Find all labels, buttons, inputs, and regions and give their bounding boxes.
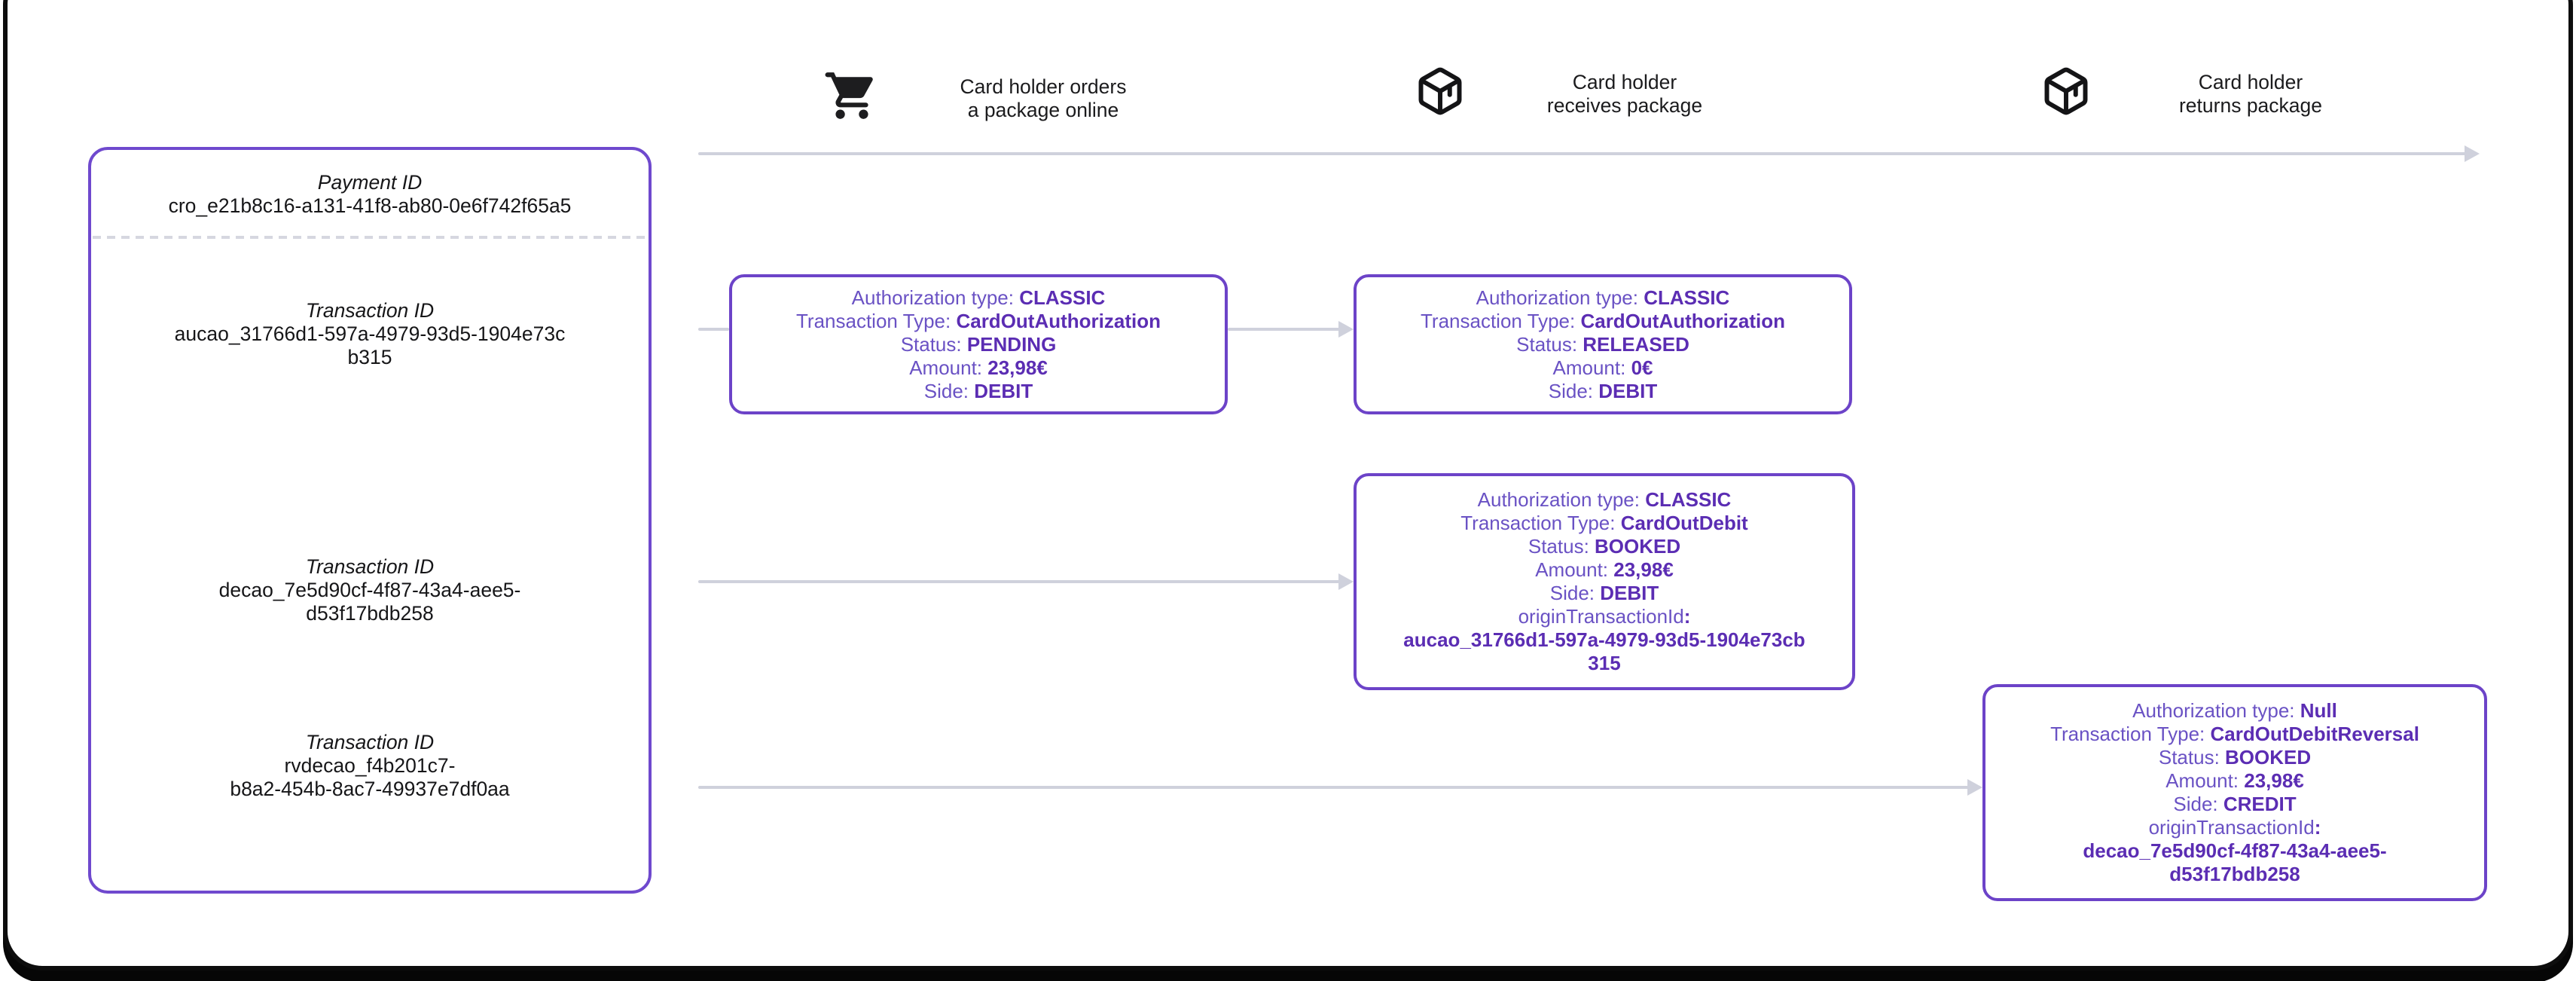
field-line: Transaction Type: CardOutDebitReversal xyxy=(2050,723,2419,745)
transaction-id-block: Transaction ID aucao_31766d1-597a-4979-9… xyxy=(91,299,649,369)
connector-authorization-to-release-head xyxy=(1338,321,1354,338)
origin-transaction-id-line: d53f17bdb258 xyxy=(2169,863,2300,885)
field-line: Authorization type: Null xyxy=(2132,699,2337,722)
origin-transaction-label: originTransactionId: xyxy=(2148,816,2321,839)
transaction-box-authorization-released: Authorization type: CLASSIC Transaction … xyxy=(1354,274,1852,414)
transaction-id-value-line: b315 xyxy=(347,346,392,368)
transaction-id-value-line: rvdecao_f4b201c7- xyxy=(284,754,456,777)
timeline-arrow-head xyxy=(2465,145,2480,162)
transaction-box-debit-booked: Authorization type: CLASSIC Transaction … xyxy=(1354,473,1855,690)
step-label-line: Card holder xyxy=(1572,71,1677,93)
transaction-id-block: Transaction ID rvdecao_f4b201c7- b8a2-45… xyxy=(91,731,649,801)
field-line: Status: RELEASED xyxy=(1516,332,1689,356)
field-line: Amount: 0€ xyxy=(1552,356,1653,379)
field-line: Authorization type: CLASSIC xyxy=(1477,488,1732,511)
shopping-cart-icon xyxy=(824,66,880,129)
transaction-id-value-line: d53f17bdb258 xyxy=(306,602,434,625)
payment-id-label: Payment ID xyxy=(317,171,423,194)
package-icon xyxy=(2040,62,2092,124)
field-line: Amount: 23,98€ xyxy=(2165,769,2304,792)
timeline-arrow-line xyxy=(698,152,2467,155)
field-line: Status: PENDING xyxy=(900,332,1057,356)
step-label-line: returns package xyxy=(2178,94,2323,117)
field-line: Status: BOOKED xyxy=(2158,746,2312,769)
connector-panel-to-authorization xyxy=(698,328,729,331)
connector-panel-to-reversal-line xyxy=(698,786,1969,789)
field-line: Authorization type: CLASSIC xyxy=(1476,286,1730,309)
transaction-id-label: Transaction ID xyxy=(305,299,435,322)
payment-id-block: Payment ID cro_e21b8c16-a131-41f8-ab80-0… xyxy=(91,171,649,218)
origin-transaction-label: originTransactionId: xyxy=(1518,605,1691,628)
connector-panel-to-reversal-head xyxy=(1967,779,1982,796)
field-line: Amount: 23,98€ xyxy=(1535,558,1674,581)
package-icon xyxy=(1415,62,1466,124)
step-label-orders: Card holder orders a package online xyxy=(847,75,1239,122)
panel-divider xyxy=(93,236,647,239)
transaction-box-authorization-pending: Authorization type: CLASSIC Transaction … xyxy=(729,274,1228,414)
transaction-box-debit-reversal-booked: Authorization type: Null Transaction Typ… xyxy=(1982,684,2487,901)
field-line: Side: CREDIT xyxy=(2173,793,2297,815)
step-label-line: receives package xyxy=(1546,94,1703,117)
connector-authorization-to-release-line xyxy=(1228,328,1341,331)
field-line: Authorization type: CLASSIC xyxy=(851,286,1106,309)
transaction-id-block: Transaction ID decao_7e5d90cf-4f87-43a4-… xyxy=(91,555,649,625)
transaction-id-label: Transaction ID xyxy=(305,555,435,578)
step-label-receives: Card holder receives package xyxy=(1429,71,1821,118)
step-label-line: Card holder orders xyxy=(960,75,1127,98)
field-line: Transaction Type: CardOutAuthorization xyxy=(796,309,1161,332)
field-line: Transaction Type: CardOutDebit xyxy=(1460,512,1748,534)
field-line: Side: DEBIT xyxy=(1548,379,1658,402)
transaction-id-value-line: aucao_31766d1-597a-4979-93d5-1904e73c xyxy=(174,322,566,345)
field-line: Side: DEBIT xyxy=(1549,582,1659,604)
transaction-id-value-line: decao_7e5d90cf-4f87-43a4-aee5- xyxy=(218,579,521,601)
field-line: Transaction Type: CardOutAuthorization xyxy=(1421,309,1785,332)
field-line: Status: BOOKED xyxy=(1528,535,1681,558)
origin-transaction-id-line: 315 xyxy=(1588,652,1621,674)
step-label-returns: Card holder returns package xyxy=(2055,71,2446,118)
transaction-id-value-line: b8a2-454b-8ac7-49937e7df0aa xyxy=(230,778,510,800)
origin-transaction-id-line: aucao_31766d1-597a-4979-93d5-1904e73cb xyxy=(1403,628,1805,651)
payment-panel: Payment ID cro_e21b8c16-a131-41f8-ab80-0… xyxy=(88,147,652,894)
transaction-id-label: Transaction ID xyxy=(305,731,435,753)
field-line: Amount: 23,98€ xyxy=(909,356,1048,379)
origin-transaction-id-line: decao_7e5d90cf-4f87-43a4-aee5- xyxy=(2083,839,2387,862)
connector-panel-to-debit-line xyxy=(698,580,1340,583)
payment-id-value: cro_e21b8c16-a131-41f8-ab80-0e6f742f65a5 xyxy=(168,194,572,217)
step-label-line: Card holder xyxy=(2198,71,2303,93)
step-label-line: a package online xyxy=(967,99,1119,121)
connector-panel-to-debit-head xyxy=(1338,573,1354,590)
field-line: Side: DEBIT xyxy=(923,379,1033,402)
